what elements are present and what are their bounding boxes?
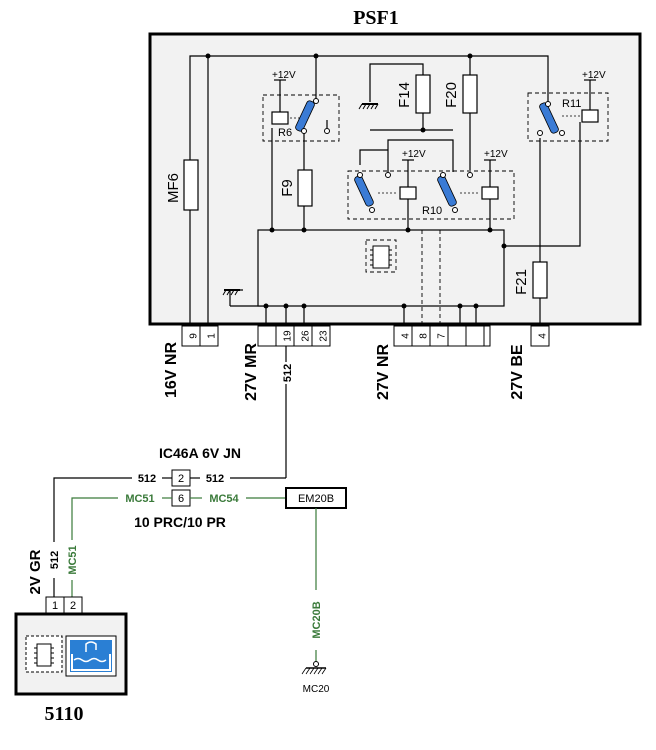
fuse-mf6-label: MF6 — [165, 173, 182, 203]
connector-27v-be: 27V BE — [509, 344, 526, 399]
wire-mc51-label: MC51 — [125, 493, 154, 505]
wire-mc54-label: MC54 — [209, 493, 239, 505]
fuse-f9 — [297, 169, 313, 207]
relay-r6 — [262, 79, 340, 142]
relay-r10 — [347, 152, 515, 230]
pin-row — [181, 325, 550, 347]
ground-symbol-top — [358, 103, 379, 110]
fuse-f20-label: F20 — [443, 82, 460, 108]
connector-27v-mr: 27V MR — [243, 343, 260, 401]
r10-supply-label-b: +12V — [484, 149, 508, 160]
relay-r10-label: R10 — [422, 205, 442, 217]
chip-icon — [25, 635, 63, 673]
relay-r11 — [527, 79, 609, 142]
ground-symbol-left — [222, 289, 240, 296]
connector-16v-nr: 16V NR — [163, 342, 180, 398]
ecu-connector-label: 2V GR — [27, 549, 44, 594]
wire-512-right-label: 512 — [206, 473, 224, 485]
fluid-level-icon — [65, 635, 117, 677]
pin-19: 19 — [283, 330, 294, 342]
ecu-pin-2: 2 — [70, 600, 76, 612]
wire-mc20b-label: MC20B — [311, 601, 323, 638]
ecu-title: 5110 — [45, 703, 84, 725]
ground-mc20-label: MC20 — [303, 684, 330, 695]
fuse-f21-label: F21 — [513, 269, 530, 295]
box-title: PSF1 — [353, 7, 399, 29]
pin-7: 7 — [437, 333, 448, 339]
ecu-pin-1: 1 — [52, 600, 58, 612]
fuse-f20 — [462, 74, 478, 114]
pin-8: 8 — [419, 333, 430, 339]
fuse-f14 — [415, 74, 431, 114]
internal-control-module — [257, 229, 505, 326]
pin-1: 1 — [207, 333, 218, 339]
fuse-mf6 — [183, 159, 199, 211]
splice-pin-6: 6 — [178, 493, 184, 505]
wire-512-left-label: 512 — [138, 473, 156, 485]
r11-supply-label: +12V — [582, 70, 606, 81]
splice-subtitle: 10 PRC/10 PR — [134, 514, 226, 530]
relay-r6-label: R6 — [278, 127, 292, 139]
r10-supply-label-a: +12V — [402, 149, 426, 160]
splice-pin-2: 2 — [178, 473, 184, 485]
fuse-f9-label: F9 — [279, 179, 296, 197]
r6-supply-label: +12V — [272, 70, 296, 81]
junction-dots — [205, 53, 507, 309]
pin-4b: 4 — [538, 333, 549, 339]
relay-r11-label: R11 — [562, 98, 581, 110]
pin-23: 23 — [319, 330, 330, 342]
ground-mc20-icon — [301, 667, 327, 675]
wire-mc51-ecu-label: MC51 — [67, 545, 79, 574]
pin-9: 9 — [189, 333, 200, 339]
wire-512-ecu-label: 512 — [49, 551, 61, 569]
fuse-f21 — [532, 261, 548, 299]
fuse-f14-label: F14 — [396, 82, 413, 108]
pin-26: 26 — [301, 330, 312, 342]
em20b-label: EM20B — [298, 493, 334, 505]
wire-512-vertical-label: 512 — [282, 364, 294, 382]
splice-title: IC46A 6V JN — [159, 445, 241, 461]
pin-4: 4 — [401, 333, 412, 339]
connector-27v-nr: 27V NR — [375, 344, 392, 400]
